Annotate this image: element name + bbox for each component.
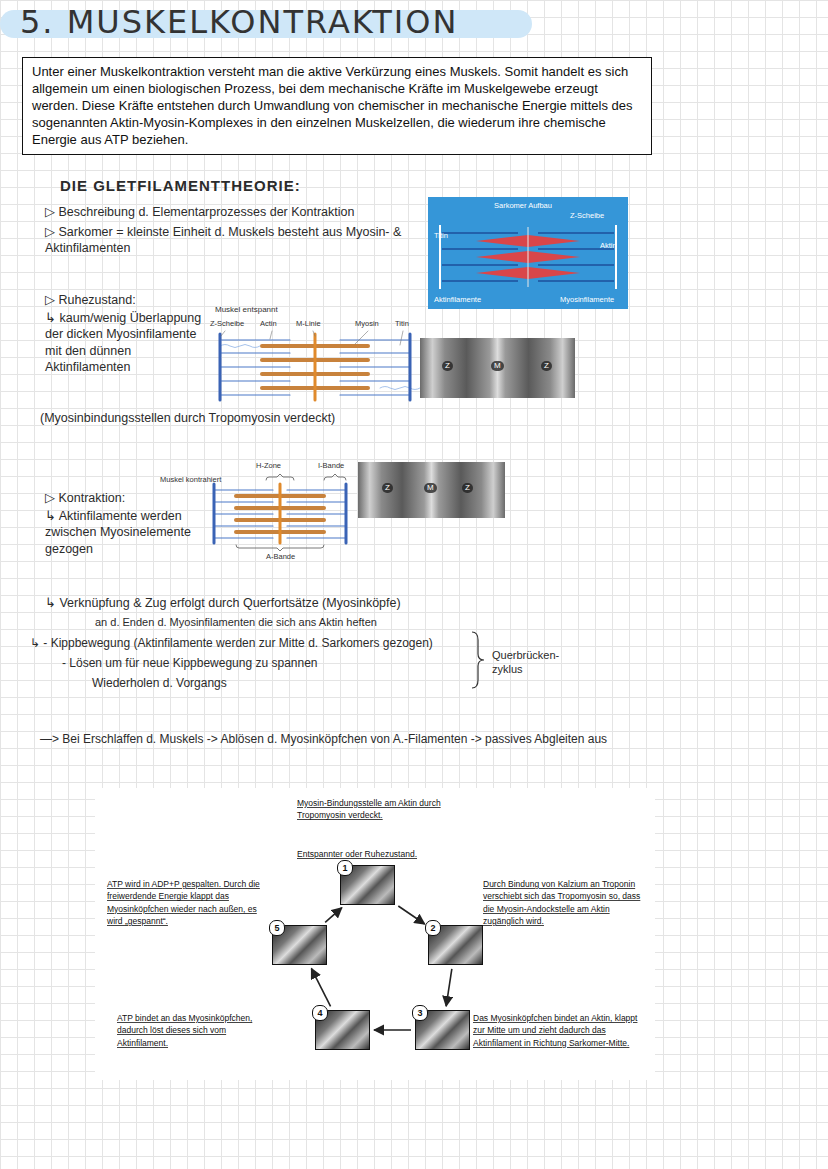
definition-box: Unter einer Muskelkontraktion versteht m… <box>22 57 652 155</box>
cycle-step: 2 <box>428 925 483 965</box>
note-text: —> Bei Erschlaffen d. Muskels -> Ablösen… <box>40 732 607 748</box>
figure-label: Z <box>541 361 552 371</box>
note-text: ▷ Beschreibung d. Elementarprozesses der… <box>45 204 354 220</box>
note-text: an d. Enden d. Myosinfilamenten die sich… <box>95 615 377 629</box>
figure-label: Sarkomer Aufbau <box>494 201 552 210</box>
figure-label: Muskel kontrahiert <box>160 476 221 484</box>
callout-number: 4 <box>312 1005 328 1021</box>
figure-label: Z <box>462 483 473 493</box>
cycle-step: 3 <box>415 1010 470 1050</box>
note-text: (Myosinbindungsstellen durch Tropomyosin… <box>40 410 335 426</box>
cycle-arrow <box>311 969 330 1007</box>
figure-label: H-Zone <box>256 462 281 470</box>
figure-caption: Das Myosinköpfchen bindet an Aktin, klap… <box>473 1012 638 1049</box>
note-text: ▷ Ruhezustand: <box>45 292 136 308</box>
figure-label: I-Bande <box>318 462 344 470</box>
figure-label: M <box>424 483 437 493</box>
figure-label: Myosinfilamente <box>560 295 614 304</box>
note-text: Querbrücken-zyklus <box>492 648 572 677</box>
figure-label: Z <box>382 483 393 493</box>
figure-label: Z-Scheibe <box>210 320 244 328</box>
cycle-arrow <box>446 969 452 1006</box>
note-text: ▷ Kontraktion: <box>45 490 125 506</box>
definition-text: Unter einer Muskelkontraktion versteht m… <box>32 64 642 148</box>
note-text: ↳ - Kippbewegung (Aktinfilamente werden … <box>30 636 433 652</box>
cycle-arrow <box>374 1029 411 1031</box>
cycle-arrow <box>325 908 342 923</box>
note-text: Wiederholen d. Vorgangs <box>92 676 227 692</box>
note-text: - Lösen um für neue Kippbewegung zu span… <box>62 656 318 672</box>
figure-caption: Entspannter oder Ruhezustand. <box>297 848 417 860</box>
figure-label: M-Linie <box>296 320 321 328</box>
cycle-step: 4 <box>315 1010 370 1050</box>
figure-label: Actin <box>260 320 277 328</box>
figure-label: Titin <box>434 231 448 240</box>
figure-label: Muskel entspannt <box>215 306 278 315</box>
cycle-step: 1 <box>340 865 395 905</box>
figure-caption: ATP wird in ADP+P gespalten. Durch die f… <box>107 878 267 927</box>
brace <box>472 632 484 688</box>
callout-number: 2 <box>425 920 441 936</box>
callout-number: 3 <box>412 1005 428 1021</box>
cycle-panel <box>95 788 655 1080</box>
note-text: DIE GLETFILAMENTTHEORIE: <box>60 176 301 196</box>
contracted-sarcomere <box>214 474 346 551</box>
page-title: 5. MUSKELKONTRAKTION <box>20 2 458 44</box>
note-text: ▷ Sarkomer = kleinste Einheit d. Muskels… <box>45 224 415 257</box>
micrograph <box>420 338 575 398</box>
figure-label: Z-Scheibe <box>570 211 604 220</box>
figure-caption: Durch Bindung von Kalzium an Troponin ve… <box>483 878 643 927</box>
relaxed-sarcomere <box>220 331 420 400</box>
figure-label: Aktinfilamente <box>434 295 481 304</box>
micrograph <box>358 462 505 518</box>
cycle-arrow <box>398 906 424 924</box>
figure-label: Aktin <box>600 241 617 250</box>
figure-label: Myosin <box>355 320 379 328</box>
note-text: ↳ Verknüpfung & Zug erfolgt durch Querfo… <box>45 595 401 611</box>
figure-caption: Myosin-Bindungsstelle am Aktin durch Tro… <box>297 797 457 822</box>
figure-caption: ATP bindet an das Myosinköpfchen, dadurc… <box>117 1012 267 1049</box>
note-text: ↳ Aktinfilamente werden zwischen Myosine… <box>45 508 210 557</box>
callout-number: 1 <box>337 860 353 876</box>
callout-number: 5 <box>269 920 285 936</box>
sarcomere-figure: Sarkomer AufbauZ-ScheibeTitinAktinAktinf… <box>428 197 628 309</box>
figure-label: Z <box>442 361 453 371</box>
cycle-step: 5 <box>272 925 327 965</box>
figure-label: A-Bande <box>266 553 295 561</box>
note-text: ↳ kaum/wenig Überlappung der dicken Myos… <box>45 310 213 375</box>
figure-label: Titin <box>395 320 409 328</box>
figure-label: M <box>491 361 504 371</box>
